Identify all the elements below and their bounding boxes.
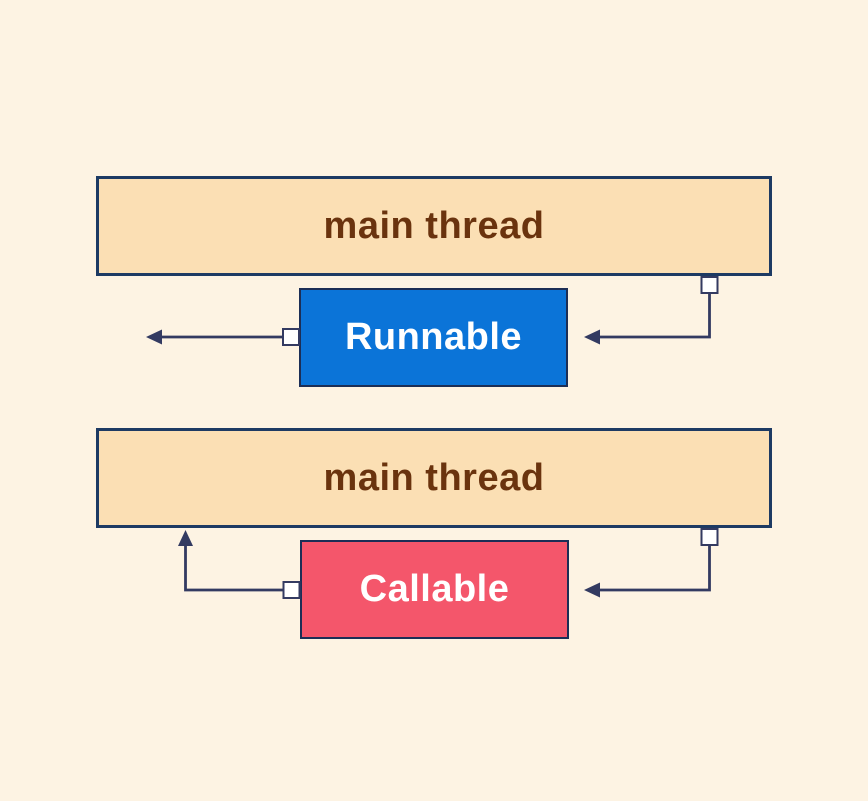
callable-label: Callable xyxy=(359,568,510,610)
up-arrowhead-icon xyxy=(178,530,193,546)
connection-point-square xyxy=(282,581,301,599)
main-thread-box-runnable: main thread xyxy=(96,176,772,276)
connection-point-square xyxy=(282,328,300,346)
callable-box: Callable xyxy=(300,540,569,639)
runnable-box: Runnable xyxy=(299,288,568,387)
callable-result-elbow-line xyxy=(184,538,284,592)
left-arrowhead-icon xyxy=(584,329,600,345)
main-thread-label: main thread xyxy=(323,204,545,247)
left-arrowhead-icon xyxy=(584,582,600,598)
main-thread-label: main thread xyxy=(323,456,545,499)
connection-point-square xyxy=(700,276,719,294)
main-thread-box-callable: main thread xyxy=(96,428,772,528)
connection-point-square xyxy=(700,528,719,546)
runnable-label: Runnable xyxy=(344,316,523,358)
callable-return-elbow-line xyxy=(598,543,711,592)
left-arrowhead-icon xyxy=(146,329,162,345)
runnable-return-elbow-line xyxy=(598,291,711,339)
